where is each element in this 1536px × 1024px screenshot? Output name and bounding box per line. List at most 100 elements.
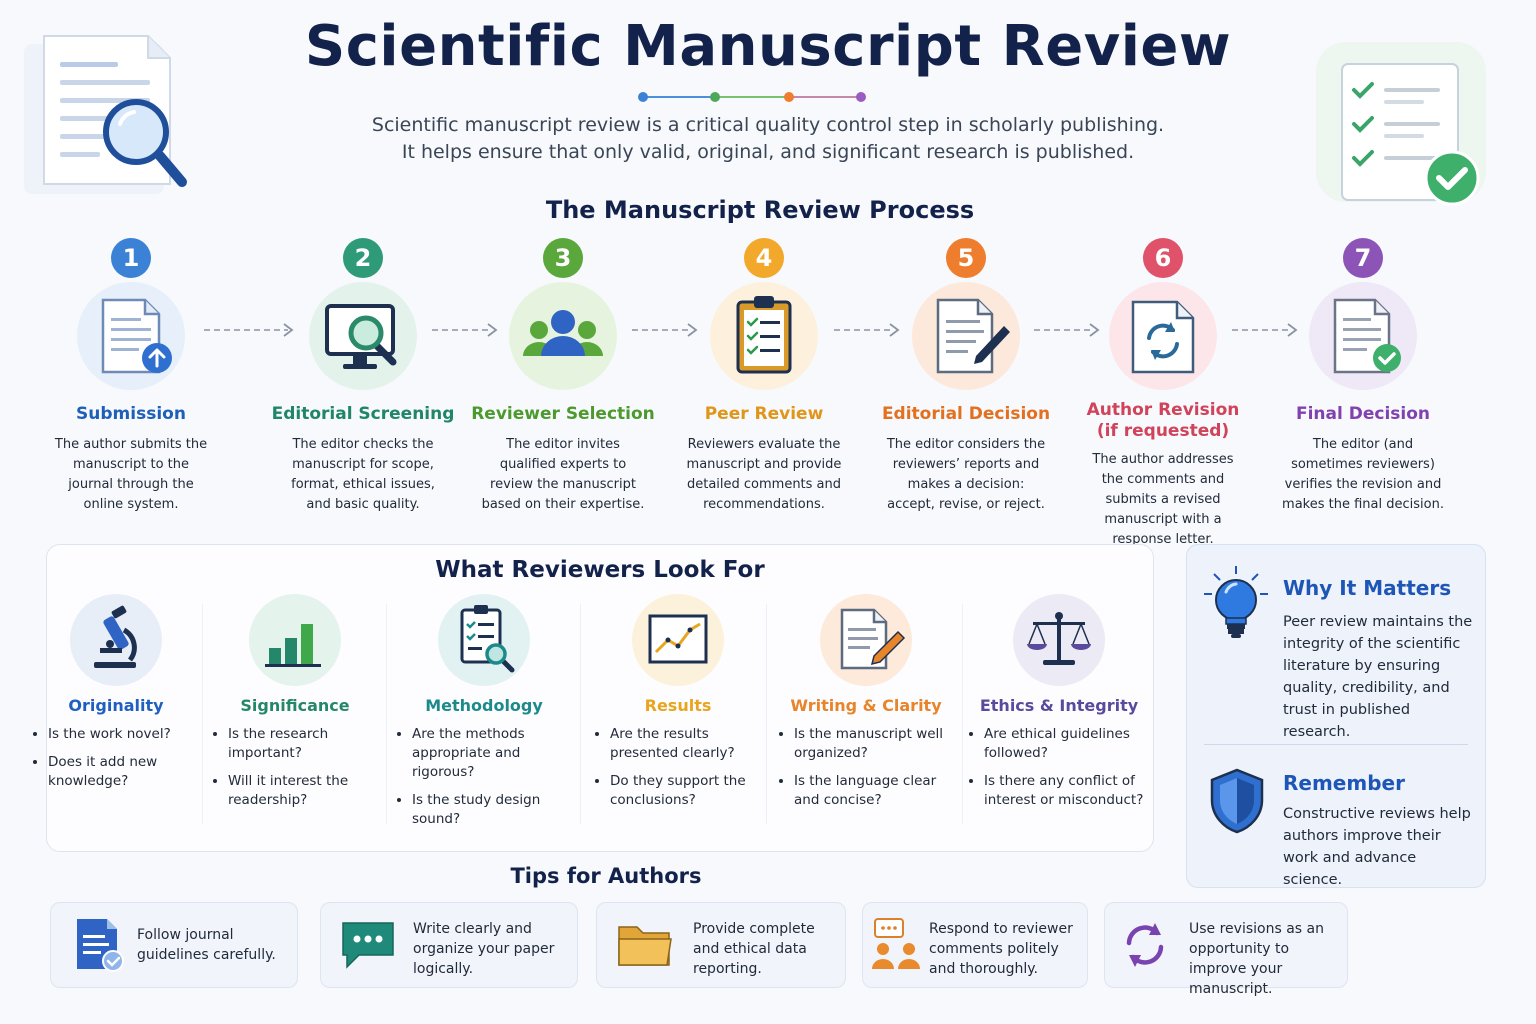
conversation-people-icon bbox=[872, 918, 920, 969]
criterion-icon-circle bbox=[249, 594, 341, 686]
process-heading: The Manuscript Review Process bbox=[545, 196, 975, 224]
divider bbox=[766, 604, 767, 824]
criterion-title: Writing & Clarity bbox=[790, 696, 942, 715]
step-number: 7 bbox=[1343, 238, 1383, 278]
chat-bubble-icon bbox=[342, 922, 394, 969]
step-description: The editor considers the reviewers’ repo… bbox=[886, 437, 1046, 512]
tip-card: Follow journal guidelines carefully. bbox=[50, 902, 298, 988]
criterion-points: Is the work novel? Does it add new knowl… bbox=[30, 725, 202, 791]
microscope-icon bbox=[94, 605, 137, 668]
criterion-points: Are the results presented clearly? Do th… bbox=[592, 725, 764, 810]
criterion-point: Is the research important? bbox=[228, 725, 380, 763]
step-description: The editor checks the manuscript for sco… bbox=[291, 437, 435, 512]
step-icon-circle bbox=[309, 282, 417, 390]
step-description: The editor (and sometimes reviewers) ver… bbox=[1282, 437, 1444, 512]
step-icon-circle bbox=[912, 282, 1020, 390]
title-divider bbox=[638, 92, 866, 102]
criterion-title: Methodology bbox=[425, 696, 543, 715]
shield-icon bbox=[1210, 768, 1264, 834]
folder-icon bbox=[618, 926, 672, 966]
step-icon-circle bbox=[710, 282, 818, 390]
criterion-point: Is the language clear and concise? bbox=[794, 772, 956, 810]
criterion-title: Ethics & Integrity bbox=[979, 696, 1139, 715]
criterion-points: Are the methods appropriate and rigorous… bbox=[394, 725, 574, 829]
criterion-icon-circle bbox=[70, 594, 162, 686]
intro-line-2: It helps ensure that only valid, origina… bbox=[401, 141, 1135, 163]
clipboard-checklist-icon bbox=[736, 296, 792, 374]
process-step-author-revision: 6 Author Revision (if requested) The aut… bbox=[1068, 238, 1258, 550]
criterion-icon-circle bbox=[632, 594, 724, 686]
tip-card: Write clearly and organize your paper lo… bbox=[320, 902, 578, 988]
monitor-magnifier-icon bbox=[325, 304, 397, 369]
criterion-point: Are ethical guidelines followed? bbox=[984, 725, 1152, 763]
step-icon-circle bbox=[1309, 282, 1417, 390]
criterion-writing-clarity: Writing & Clarity Is the manuscript well… bbox=[776, 594, 956, 819]
criterion-point: Is there any conflict of interest or mis… bbox=[984, 772, 1152, 810]
criterion-icon-circle bbox=[438, 594, 530, 686]
criterion-points: Is the research important? Will it inter… bbox=[210, 725, 380, 810]
divider bbox=[962, 604, 963, 824]
criterion-icon-circle bbox=[820, 594, 912, 686]
step-number: 3 bbox=[543, 238, 583, 278]
criterion-point: Do they support the conclusions? bbox=[610, 772, 764, 810]
step-number: 1 bbox=[111, 238, 151, 278]
reviewers-heading: What Reviewers Look For bbox=[435, 557, 765, 583]
tip-text: Respond to reviewer comments politely an… bbox=[929, 921, 1073, 977]
checklist-document-icon bbox=[1316, 42, 1486, 206]
criterion-significance: Significance Is the research important? … bbox=[210, 594, 380, 819]
step-description: The editor invites qualified experts to … bbox=[481, 437, 645, 512]
step-description: The author submits the manuscript to the… bbox=[54, 437, 208, 512]
document-pencil-icon bbox=[840, 608, 906, 670]
step-description: The author addresses the comments and su… bbox=[1092, 452, 1234, 547]
document-pen-icon bbox=[936, 298, 1010, 374]
criterion-points: Are ethical guidelines followed? Is ther… bbox=[966, 725, 1152, 810]
criterion-point: Does it add new knowledge? bbox=[48, 753, 202, 791]
step-title: Editorial Screening bbox=[271, 404, 455, 424]
step-title: Editorial Decision bbox=[881, 404, 1051, 424]
step-title: Reviewer Selection bbox=[471, 404, 655, 424]
divider bbox=[580, 604, 581, 824]
divider bbox=[386, 604, 387, 824]
line-chart-icon bbox=[648, 614, 708, 664]
criterion-point: Are the methods appropriate and rigorous… bbox=[412, 725, 574, 782]
tip-text: Write clearly and organize your paper lo… bbox=[413, 921, 555, 977]
tip-card: Provide complete and ethical data report… bbox=[596, 902, 846, 988]
criterion-points: Is the manuscript well organized? Is the… bbox=[776, 725, 956, 810]
process-step-editorial-decision: 5 Editorial Decision The editor consider… bbox=[871, 238, 1061, 515]
document-refresh-icon bbox=[1131, 300, 1195, 374]
criterion-point: Will it interest the readership? bbox=[228, 772, 380, 810]
arrow-right-icon bbox=[834, 323, 900, 337]
criterion-title: Results bbox=[644, 696, 712, 715]
remember-title: Remember bbox=[1283, 771, 1405, 795]
arrow-right-icon bbox=[632, 323, 698, 337]
step-number: 2 bbox=[343, 238, 383, 278]
step-title: Author Revision bbox=[1086, 400, 1240, 420]
document-upload-icon bbox=[101, 298, 172, 374]
criterion-icon-circle bbox=[1013, 594, 1105, 686]
step-title-note: (if requested) bbox=[1096, 421, 1230, 441]
criterion-methodology: Methodology Are the methods appropriate … bbox=[394, 594, 574, 838]
step-number: 4 bbox=[744, 238, 784, 278]
criterion-point: Is the manuscript well organized? bbox=[794, 725, 956, 763]
step-description: Reviewers evaluate the manuscript and pr… bbox=[686, 437, 842, 512]
bar-chart-icon bbox=[265, 624, 321, 667]
why-it-matters-title: Why It Matters bbox=[1283, 576, 1452, 600]
divider bbox=[1204, 744, 1468, 745]
criterion-point: Is the study design sound? bbox=[412, 791, 574, 829]
process-step-reviewer-selection: 3 Reviewer Selection The editor invites … bbox=[468, 238, 658, 515]
scales-icon bbox=[1027, 612, 1091, 665]
reviewers-group-icon bbox=[523, 310, 603, 356]
tip-text: Use revisions as an opportunity to impro… bbox=[1189, 921, 1324, 997]
why-it-matters-text: Peer review maintains the integrity of t… bbox=[1283, 614, 1473, 740]
criterion-results: Results Are the results presented clearl… bbox=[592, 594, 764, 819]
process-step-submission: 1 Submission The author submits the manu… bbox=[36, 238, 226, 515]
guidelines-document-icon bbox=[77, 919, 124, 972]
document-check-icon bbox=[1333, 298, 1401, 374]
step-number: 5 bbox=[946, 238, 986, 278]
arrow-right-icon bbox=[1034, 323, 1100, 337]
step-icon-circle bbox=[1109, 282, 1217, 390]
tip-card: Use revisions as an opportunity to impro… bbox=[1104, 902, 1348, 997]
remember-text: Constructive reviews help authors improv… bbox=[1283, 806, 1471, 888]
tip-text: Follow journal guidelines carefully. bbox=[137, 927, 276, 963]
criterion-point: Is the work novel? bbox=[48, 725, 202, 744]
